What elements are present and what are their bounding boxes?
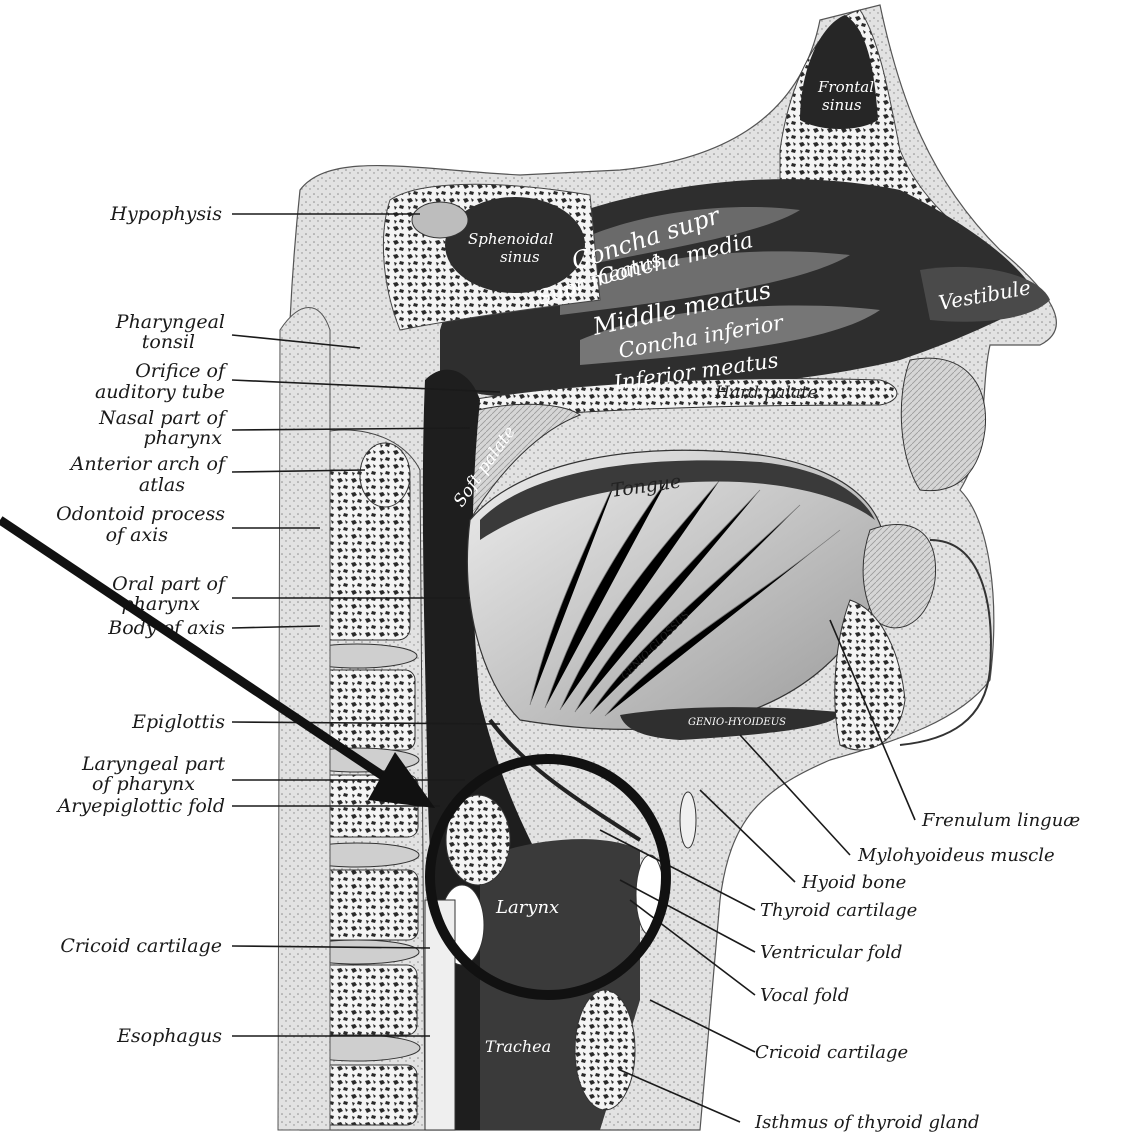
upper-lip <box>901 358 985 491</box>
label-larynx: Larynx <box>495 897 559 918</box>
label-pharyngeal-tonsil-2: tonsil <box>142 331 195 353</box>
label-hard-palate: Hard palate <box>714 383 818 403</box>
right-labels: Frenulum linguæ Mylohyoideus muscle Hyoi… <box>754 810 1080 1133</box>
anterior-arch-of-atlas <box>360 443 410 507</box>
label-esophagus: Esophagus <box>116 1025 222 1047</box>
label-vocal-fold: Vocal fold <box>760 985 849 1006</box>
label-frontal-sinus-2: sinus <box>822 96 862 114</box>
label-orifice-1: Orifice of <box>135 360 228 382</box>
thyroid-gland-isthmus <box>575 990 635 1110</box>
label-genio-hyoideus: GENIO-HYOIDEUS <box>688 717 786 728</box>
label-laryngeal-part-1: Laryngeal part <box>81 753 225 775</box>
label-aryepiglottic-fold: Aryepiglottic fold <box>56 795 225 817</box>
label-oral-part-1: Oral part of <box>112 573 228 595</box>
left-labels: Hypophysis Pharyngeal tonsil Orifice of … <box>56 203 228 1047</box>
label-anterior-arch-2: atlas <box>139 474 185 496</box>
label-hypophysis: Hypophysis <box>109 203 222 225</box>
label-sphenoidal-sinus-2: sinus <box>500 248 540 266</box>
label-orifice-2: auditory tube <box>95 381 225 403</box>
label-frenulum: Frenulum linguæ <box>921 810 1080 831</box>
label-cricoid-left: Cricoid cartilage <box>60 935 222 957</box>
label-laryngeal-part-2: of pharynx <box>92 773 195 795</box>
label-hyoid-bone: Hyoid bone <box>801 872 906 893</box>
label-epiglottis: Epiglottis <box>131 711 225 733</box>
label-nasal-part-1: Nasal part of <box>98 407 228 429</box>
hyoid-bone-shape <box>680 792 696 848</box>
label-ventricular-fold: Ventricular fold <box>760 942 902 963</box>
label-mylohyoideus: Mylohyoideus muscle <box>857 845 1055 866</box>
label-thyroid-cartilage: Thyroid cartilage <box>760 900 917 921</box>
label-nasal-part-2: pharynx <box>144 427 223 449</box>
label-odontoid-2: of axis <box>106 524 169 546</box>
label-sphenoidal-sinus-1: Sphenoidal <box>468 230 553 248</box>
label-isthmus: Isthmus of thyroid gland <box>754 1112 980 1133</box>
label-odontoid-1: Odontoid process <box>56 503 225 525</box>
label-cricoid-right: Cricoid cartilage <box>755 1042 908 1063</box>
label-anterior-arch-1: Anterior arch of <box>69 453 228 475</box>
label-trachea: Trachea <box>485 1037 551 1056</box>
label-frontal-sinus-1: Frontal <box>817 78 874 96</box>
hypophysis-shape <box>412 202 468 238</box>
label-pharyngeal-tonsil-1: Pharyngeal <box>115 311 225 333</box>
